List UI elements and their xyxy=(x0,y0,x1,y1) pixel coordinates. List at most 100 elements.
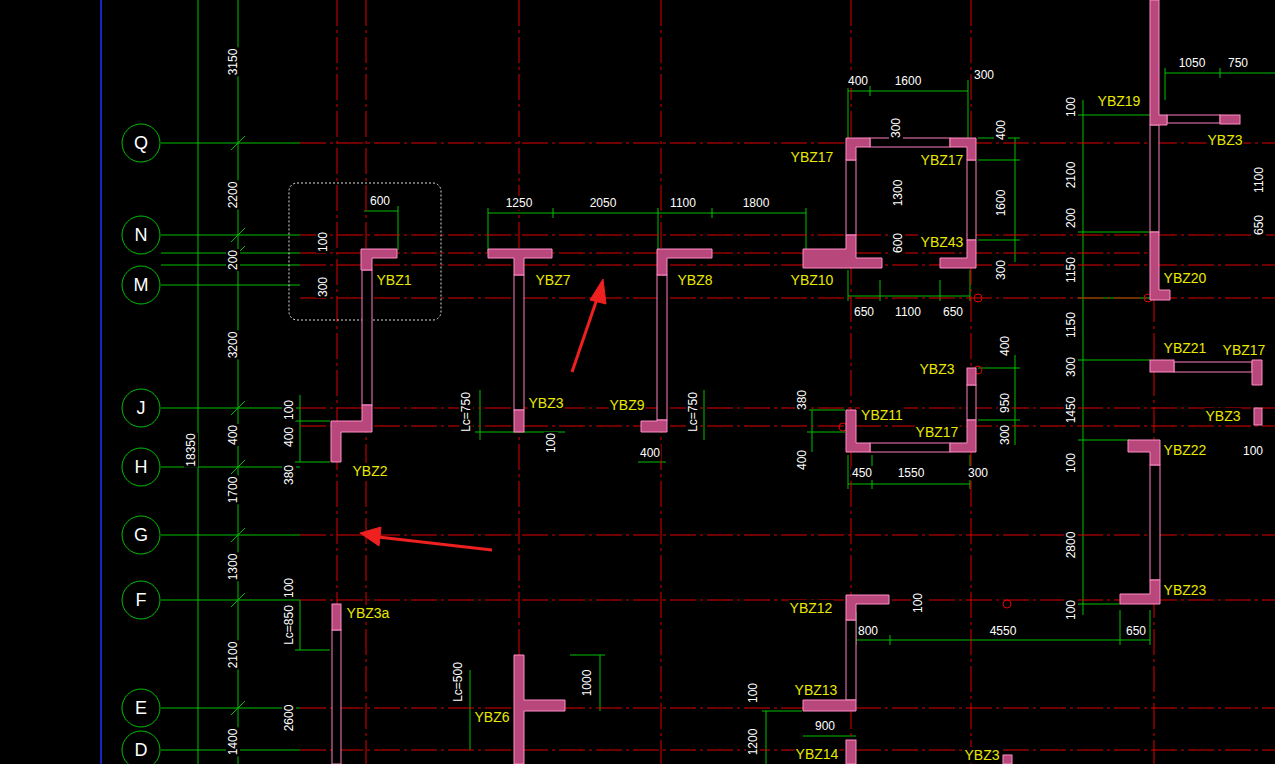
dimension-text: 300 xyxy=(973,66,995,82)
axis-label: M xyxy=(134,276,149,294)
dimension-value: 300 xyxy=(998,424,1012,446)
dimension-text: 650 xyxy=(1125,622,1147,638)
dimension-text: 300 xyxy=(992,259,1008,281)
column-tag-text: YBZ3 xyxy=(1204,408,1241,424)
column-tag-text: YBZ17 xyxy=(790,149,835,165)
dimension-value: 1400 xyxy=(226,728,240,757)
dimension-value: 750 xyxy=(1227,56,1249,70)
column-tag: YBZ11 xyxy=(860,407,904,423)
dimension-text: 1600 xyxy=(894,72,923,88)
dimension-value: 100 xyxy=(746,682,760,704)
dimension-value: 100 xyxy=(544,432,558,454)
axis-label: D xyxy=(135,741,148,759)
column-tag: YBZ3 xyxy=(1206,132,1243,148)
dimension-text: 1200 xyxy=(744,728,760,757)
column-tag: YBZ19 xyxy=(1097,93,1142,109)
axis-bubble: G xyxy=(121,515,161,555)
dimension-text: 1000 xyxy=(578,669,594,698)
column-tag-text: YBZ3 xyxy=(527,395,564,411)
dimension-value: Lc=850 xyxy=(282,604,296,646)
column-tag: YBZ9 xyxy=(608,397,645,413)
column-tag-text: YBZ3 xyxy=(963,747,1000,763)
dimension-text: 1100 xyxy=(669,194,697,210)
column-tag: YBZ20 xyxy=(1163,270,1208,286)
column-tag-text: YBZ6 xyxy=(473,709,510,725)
column-tag: YBZ3 xyxy=(1204,408,1241,424)
dimension-text: 650 xyxy=(853,303,875,319)
dimension-text: 200 xyxy=(1062,207,1078,229)
dimension-text: 200 xyxy=(224,249,240,271)
dimension-value: 600 xyxy=(891,232,905,254)
dimension-text: 100 xyxy=(744,682,760,704)
dimension-text: 100 xyxy=(1242,442,1264,458)
dimension-text: 1400 xyxy=(224,728,240,757)
dimension-text: 100 xyxy=(280,399,296,421)
axis-bubble: M xyxy=(121,265,161,305)
dimension-value: 200 xyxy=(1064,207,1078,229)
column-tag: YBZ3 xyxy=(527,395,564,411)
axis-label: N xyxy=(135,226,148,244)
axis-bubble: Q xyxy=(121,123,161,163)
column-tag-text: YBZ21 xyxy=(1163,340,1208,356)
column-tag-text: YBZ23 xyxy=(1163,582,1208,598)
dimension-text: 300 xyxy=(314,276,330,298)
dimension-text: 2100 xyxy=(1062,161,1078,190)
dimension-value: 400 xyxy=(226,424,240,446)
dimension-value: 100 xyxy=(1064,96,1078,118)
dimension-text: 2100 xyxy=(224,641,240,670)
dimension-text: Lc=500 xyxy=(449,661,465,703)
column-tag: YBZ2 xyxy=(351,463,388,479)
dimension-value: 400 xyxy=(795,449,809,471)
axis-label: Q xyxy=(134,134,148,152)
dimension-text: 100 xyxy=(314,231,330,253)
dimension-value: 650 xyxy=(942,305,964,319)
dimension-value: 380 xyxy=(282,464,296,486)
dimension-value: 400 xyxy=(998,335,1012,357)
column-tag-text: YBZ17 xyxy=(920,152,965,168)
axis-label: H xyxy=(135,458,148,476)
dimension-value: 100 xyxy=(282,399,296,421)
dimension-value: 2100 xyxy=(1064,161,1078,190)
dimension-value: 100 xyxy=(911,592,925,614)
column-tag-text: YBZ12 xyxy=(789,600,834,616)
dimension-value: 650 xyxy=(853,305,875,319)
axis-bubble: J xyxy=(121,388,161,428)
dimension-text: 400 xyxy=(793,449,809,471)
axis-bubble: D xyxy=(121,730,161,764)
dimension-text: 400 xyxy=(996,335,1012,357)
column-tag: YBZ3 xyxy=(963,747,1000,763)
column-tag-text: YBZ20 xyxy=(1163,270,1208,286)
dimension-text: 380 xyxy=(793,389,809,411)
dimension-text: 1150 xyxy=(1062,256,1078,284)
dimension-text: 2200 xyxy=(224,181,240,210)
dimension-value: 450 xyxy=(851,466,873,480)
dimension-value: 300 xyxy=(967,466,989,480)
dimension-value: 100 xyxy=(1064,599,1078,621)
dimension-value: 18350 xyxy=(184,432,198,467)
dimension-value: 400 xyxy=(282,426,296,448)
dimension-value: Lc=750 xyxy=(459,391,473,433)
column-tag-text: YBZ17 xyxy=(1222,342,1267,358)
dimension-value: Lc=500 xyxy=(451,661,465,703)
dimension-text: 1050 xyxy=(1178,54,1207,70)
column-tag-text: YBZ9 xyxy=(608,397,645,413)
dimension-value: 100 xyxy=(1242,444,1264,458)
column-tag-text: YBZ3 xyxy=(918,361,955,377)
dimension-value: 1800 xyxy=(742,196,771,210)
column-tag: YBZ12 xyxy=(789,600,834,616)
column-tag-text: YBZ10 xyxy=(790,272,835,288)
dimension-text: 650 xyxy=(942,303,964,319)
column-tag-text: YBZ3 xyxy=(1206,132,1243,148)
column-tag: YBZ8 xyxy=(676,272,713,288)
dimension-value: 200 xyxy=(226,249,240,271)
column-tag: YBZ10 xyxy=(790,272,835,288)
dimension-text: 100 xyxy=(1062,96,1078,118)
dimension-value: 300 xyxy=(316,276,330,298)
axis-label: J xyxy=(137,399,146,417)
dimension-text: Lc=850 xyxy=(280,604,296,646)
dimension-text: 400 xyxy=(224,424,240,446)
dimension-value: 2050 xyxy=(589,196,618,210)
dimension-text: 800 xyxy=(857,622,879,638)
dimension-value: 1100 xyxy=(894,305,922,319)
dimension-text: 2800 xyxy=(1062,531,1078,560)
